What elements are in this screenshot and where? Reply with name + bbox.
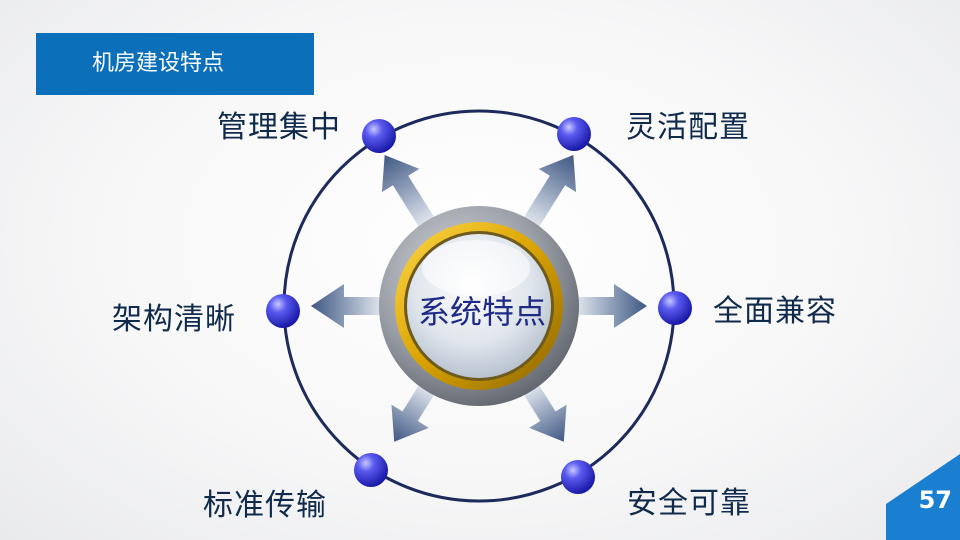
arrow-up-left — [381, 155, 437, 231]
node-label-compatible: 全面兼容 — [713, 294, 837, 329]
arrow-down-left — [391, 381, 437, 442]
slide-title: 机房建设特点 — [36, 33, 314, 95]
node-dot-compatible — [658, 291, 692, 325]
node-dot-structure — [266, 294, 300, 328]
page-number: 57 — [918, 486, 952, 514]
node-label-transfer: 标准传输 — [203, 488, 327, 523]
node-dot-transfer — [354, 453, 388, 487]
arrow-up-right — [521, 155, 577, 231]
arrow-down-right — [521, 381, 567, 442]
arrow-right — [574, 284, 647, 328]
node-dot-config — [557, 117, 591, 151]
page-number-badge — [886, 454, 960, 540]
node-dot-secure — [561, 460, 595, 494]
arrow-left — [311, 284, 384, 328]
node-label-secure: 安全可靠 — [627, 486, 751, 521]
center-label: 系统特点 — [417, 293, 546, 331]
node-dot-manage — [362, 119, 396, 153]
center-hub — [379, 206, 579, 406]
node-label-config: 灵活配置 — [626, 110, 750, 145]
node-label-manage: 管理集中 — [217, 110, 341, 145]
node-label-structure: 架构清晰 — [112, 302, 236, 337]
